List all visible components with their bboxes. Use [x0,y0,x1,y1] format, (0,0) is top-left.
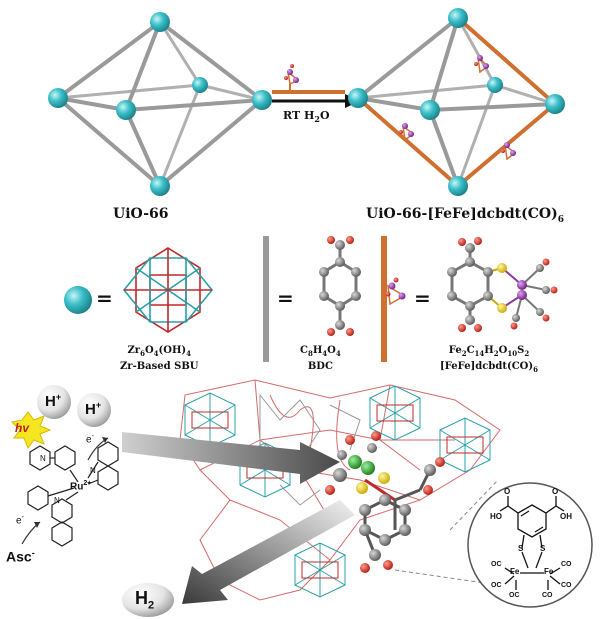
o-label: O [504,487,511,496]
co-label: CO [561,561,572,568]
electron-transfer-arrow [122,432,340,484]
bdc-formula-label: C8H4O4 BDC [300,345,341,372]
ho-label: HO [490,512,502,521]
equals-sign-fefe: = [414,286,431,310]
asc-label: Asc- [6,548,35,565]
zr-node [192,77,208,93]
fefe-linker-icon [284,64,300,90]
zr-node [487,77,503,93]
fefe-dcbdt-molecule [447,237,558,332]
fefe-pendant-groups [399,55,517,161]
electron-label: e- [86,433,94,446]
uio66-fefe-label: UiO-66-[FeFe]dcbdt(CO)6 [366,206,564,225]
fefe-formula-label: Fe2C14H2O10S2 [FeFe]dcbdt(CO)6 [440,345,538,374]
reaction-arrow [272,64,360,108]
oc-label: OC [491,582,502,589]
oh-label: OH [560,512,572,521]
uio66-label: UiO-66 [113,206,169,222]
fe-label: Fe [544,567,554,576]
zr-node [116,100,136,120]
zr-node [150,176,170,196]
fefe-skeletal-structure [499,496,565,590]
h2-molecule [122,583,174,617]
ru-bpy-complex [27,441,119,547]
s-label: S [518,544,524,553]
fefe-rod-pendant [385,277,406,306]
hv-label: hv [15,421,30,435]
bdc-molecule [319,236,361,336]
catalyst-linker [325,431,445,573]
zr-node [420,100,440,120]
s-label: S [540,544,546,553]
zr-node [545,94,565,114]
zr-node [448,8,468,28]
reaction-conditions: RT H2O [283,109,330,125]
oc-label: OC [509,592,520,599]
equals-sign-sbu: = [96,286,113,310]
uio66-octahedron [56,20,264,188]
proton-sphere [77,393,111,427]
h-plus-label: H+ [45,392,62,410]
h-plus-label: H+ [85,400,102,418]
zr-node [348,88,368,108]
n-atom-label: N [54,496,60,505]
legend-zr-sphere [64,286,92,314]
n-atom-label: N [40,454,46,463]
sbu-cuboctahedron [122,247,214,333]
h2-label: H2 [135,588,155,612]
o-label: O [552,487,559,496]
uio66-nodes [48,12,272,196]
equals-sign-bdc: = [277,286,294,310]
fe-label: Fe [510,567,520,576]
n-atom-label: N [90,466,96,475]
zr-node [48,88,68,108]
proton-sphere [37,385,71,419]
uio66-fefe-octahedron [356,16,557,188]
light-star-icon [10,411,52,450]
uio66-fefe-nodes [348,8,565,196]
zr-node [448,176,468,196]
electron-label: e- [16,514,24,527]
h2-release-arrow [182,500,355,604]
oc-label: OC [491,561,502,568]
sbu-formula-label: Zr6O4(OH)4 Zr-Based SBU [120,345,199,372]
zr-node [150,12,170,32]
zr-node [252,90,272,110]
co-label: CO [561,582,572,589]
co-label: CO [542,592,553,599]
zoom-circle [467,482,593,608]
ru-label: Ru2+ [70,480,92,493]
